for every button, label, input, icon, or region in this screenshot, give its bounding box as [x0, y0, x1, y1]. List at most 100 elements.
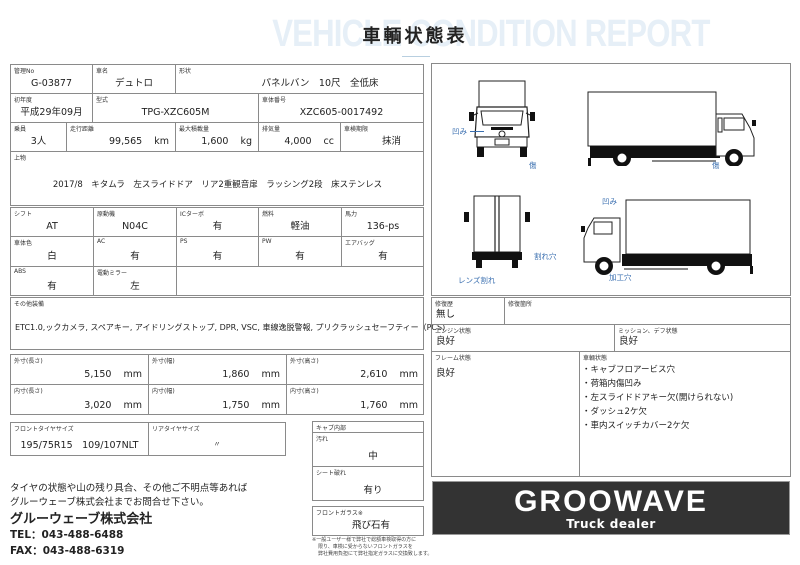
- truck-front-view-icon: [469, 80, 535, 157]
- damage-label-rear-lens: レンズ割れ: [458, 276, 496, 285]
- management-no-cell: 管理No G-03877: [11, 65, 93, 94]
- damage-label-front-scratch: 傷: [529, 161, 537, 170]
- label: 車体色: [14, 240, 33, 247]
- fuel-cell: 燃料 軽油: [259, 208, 342, 237]
- ps-cell: PS 有: [177, 237, 259, 267]
- vehicle-name-cell: 車名 デュトロ: [93, 65, 176, 94]
- tel-number: TEL：043-488-6488: [10, 529, 124, 541]
- number: 99,565: [108, 136, 143, 147]
- label: シフト: [14, 211, 33, 218]
- label: 外寸(高さ): [290, 358, 319, 365]
- ac-value: 有: [130, 251, 140, 262]
- label: 排気量: [262, 126, 281, 133]
- truck-rear-view-icon: [464, 195, 530, 268]
- seat-tear-cell: シート破れ 有り: [313, 467, 423, 500]
- max-load-value: 1,600 kg: [176, 136, 258, 147]
- body-value: 2017/8 キタムラ 左スライドドア リア2重観音扉 ラッシング2段 床ステン…: [52, 180, 383, 190]
- windshield-note: ※一般ユーザー様で弊社で総額車検取得の方に 限り、車検に受からないフロントガラス…: [312, 537, 432, 558]
- repair-history-cell: 修復歴 無し: [432, 298, 505, 325]
- ic-turbo-cell: ICターボ 有: [177, 208, 259, 237]
- mission-condition-cell: ミッション、デフ状態 良好: [615, 325, 790, 352]
- number: 4,000: [284, 136, 312, 147]
- color-value: 白: [47, 251, 57, 262]
- company-name: グルーウェーブ株式会社: [10, 512, 153, 527]
- shape-value: パネルバン 10尺 全低床: [261, 78, 379, 89]
- fax-number: FAX：043-488-6319: [10, 545, 125, 557]
- cab-interior-header: キャブ内部: [313, 422, 423, 433]
- mileage-value: 99,565 km: [67, 136, 175, 147]
- equipment-value: ETC1.0,ックカメラ, スペアキー, アイドリングストップ, DPR, VS…: [15, 323, 446, 332]
- airbag-value: 有: [378, 251, 388, 262]
- fuel-value: 軽油: [290, 221, 310, 232]
- windshield-box: フロントガラス※ 飛び石有: [312, 506, 424, 536]
- damage-label-side-left-hole: 加工穴: [609, 273, 632, 282]
- damage-label-side-left-dent: 凹み: [602, 197, 617, 206]
- title-underline: [402, 56, 430, 57]
- condition-table: 修復歴 無し 修復箇所 エンジン状態 良好 ミッション、デフ状態 良好 フレーム…: [431, 297, 791, 477]
- ps-value: 有: [212, 251, 223, 262]
- engine-cell: 原動機 N04C: [94, 208, 177, 237]
- label: リアタイヤサイズ: [152, 426, 200, 433]
- pw-value: 有: [295, 251, 305, 262]
- horsepower-cell: 馬力 136-ps: [342, 208, 424, 237]
- inner-width-value: 1,750 mm: [149, 400, 286, 411]
- page-title: 車輌状態表: [362, 26, 468, 47]
- pw-cell: PW 有: [259, 237, 342, 267]
- note-line: ※一般ユーザー様で弊社で総額車検取得の方に: [312, 537, 417, 543]
- number: 1,750: [222, 400, 250, 411]
- label: ABS: [14, 268, 26, 275]
- truck-left-side-view-icon: [581, 199, 753, 275]
- label: キャブ内部: [316, 425, 347, 432]
- ac-cell: AC 有: [94, 237, 177, 267]
- number: 1,600: [201, 136, 229, 147]
- unit: km: [154, 136, 169, 147]
- first-year-cell: 初年度 平成29年09月: [11, 94, 93, 123]
- seat-tear-value: 有り: [363, 485, 383, 496]
- repair-history-value: 無し: [436, 309, 456, 320]
- vehicle-info-table: 管理No G-03877 車名 デュトロ 形状 パネルバン 10尺 全低床 初年…: [10, 64, 424, 206]
- truck-right-side-view-icon: [587, 91, 756, 166]
- unit: kg: [240, 136, 252, 147]
- management-no-value: G-03877: [30, 78, 72, 89]
- damage-label-front-dent: 凹み: [452, 127, 467, 136]
- label: エンジン状態: [435, 328, 472, 335]
- damage-label-rear-crack: 割れ穴: [534, 252, 557, 261]
- label: 原動機: [97, 211, 116, 218]
- equipment-box: その他装備 ETC1.0,ックカメラ, スペアキー, アイドリングストップ, D…: [10, 297, 446, 350]
- label: 形状: [179, 68, 192, 75]
- label: PS: [180, 238, 188, 245]
- list-item: ・左スライドドアキー欠(開けられない): [582, 393, 734, 403]
- chassis-no-value: XZC605-0017492: [299, 107, 384, 118]
- shift-value: AT: [46, 221, 58, 232]
- damage-label-side-right-scratch: 傷: [712, 161, 720, 170]
- inspection-cell: 車検期限 抹消: [341, 123, 424, 152]
- frame-condition-cell: フレーム状態 良好: [432, 352, 580, 476]
- first-year-value: 平成29年09月: [20, 107, 83, 118]
- label: 内寸(高さ): [290, 388, 319, 395]
- label: 修復箇所: [508, 301, 533, 308]
- model-cell: 型式 TPG-XZC605M: [93, 94, 259, 123]
- specs-table: シフト AT 原動機 N04C ICターボ 有 燃料 軽油 馬力 136-ps …: [10, 207, 424, 296]
- unit: mm: [261, 400, 280, 411]
- label: ミッション、デフ状態: [618, 328, 678, 335]
- groowave-logo: GROOWAVE Truck dealer: [432, 481, 790, 535]
- note-line: 弊社費用負担にて弊社指定ガラスに交換致します。: [318, 551, 433, 557]
- list-item: ・キャブフロアービス穴: [582, 365, 675, 375]
- abs-value: 有: [47, 281, 57, 292]
- list-item: ・ダッシュ2ケ欠: [582, 407, 647, 417]
- body-cell: 上物 2017/8 キタムラ 左スライドドア リア2重観音扉 ラッシング2段 床…: [11, 152, 424, 206]
- vehicle-state-list: ・キャブフロアービス穴 ・荷箱内傷凹み ・左スライドドアキー欠(開けられない) …: [582, 363, 733, 433]
- electric-mirror-value: 左: [130, 281, 140, 292]
- vehicle-name-value: デュトロ: [114, 78, 153, 89]
- label: 内寸(幅): [152, 388, 175, 395]
